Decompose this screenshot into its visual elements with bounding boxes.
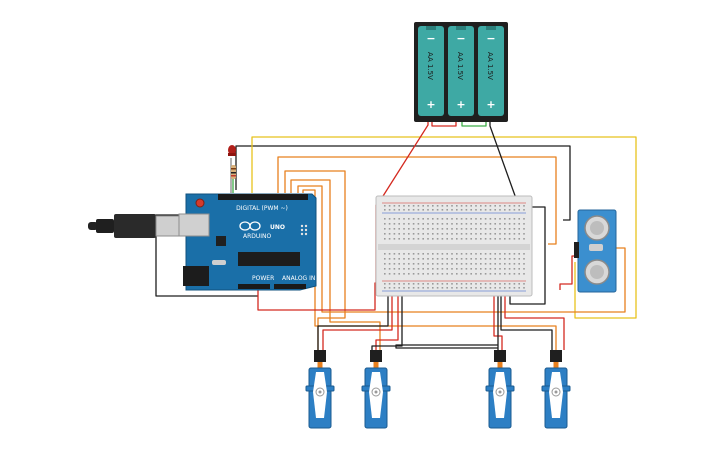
wire-orange-3[interactable] [290, 179, 381, 350]
wire-orange-2[interactable] [284, 170, 346, 350]
sensor-crystal [589, 244, 603, 251]
usb-chip [216, 236, 226, 246]
analog-label: ANALOG IN [282, 275, 315, 282]
ultrasonic-sensor[interactable] [574, 209, 617, 293]
reset-button[interactable] [195, 198, 205, 208]
crystal [212, 260, 226, 265]
battery-minus-label: − [456, 32, 465, 45]
battery-cell-3[interactable]: − AA 1.5V + [478, 26, 504, 116]
wire-gnd-loop[interactable] [235, 145, 571, 221]
wire-orange-1[interactable] [277, 156, 557, 245]
battery-pack[interactable]: − AA 1.5V + − AA 1.5V + − AA 1.5V + [414, 22, 508, 122]
led[interactable] [228, 145, 236, 156]
power-header [238, 284, 270, 289]
wire-red-batt[interactable] [377, 122, 429, 205]
battery-cell-1[interactable]: − AA 1.5V + [418, 26, 444, 116]
arduino-uno[interactable]: DIGITAL (PWM ~) UNO ARDUINO POWER ANALOG… [178, 193, 317, 291]
icsp-header [300, 224, 308, 236]
battery-plus-label: + [426, 98, 435, 111]
battery-plus-label: + [456, 98, 465, 111]
wire-yellow-trig[interactable] [251, 136, 637, 319]
power-label: POWER [252, 275, 274, 282]
servo-motor[interactable] [305, 350, 335, 429]
wire-black-servo-1[interactable] [317, 290, 389, 350]
battery-cell-label: AA 1.5V [486, 52, 494, 80]
wire-black-servo-2[interactable] [371, 290, 403, 350]
wire-red-servo-2[interactable] [375, 290, 399, 350]
analog-header [274, 284, 306, 289]
sensor-pins [574, 242, 579, 258]
wire-red-servo-4[interactable] [504, 290, 565, 350]
battery-minus-label: − [426, 32, 435, 45]
resistor[interactable] [231, 165, 236, 179]
wire-black-rail[interactable] [509, 206, 546, 305]
power-jack [183, 266, 209, 286]
digital-header [218, 194, 308, 200]
battery-cell-label: AA 1.5V [426, 52, 434, 80]
digital-label: DIGITAL (PWM ~) [236, 205, 288, 212]
atmega-chip [238, 252, 300, 266]
wire-black-batt[interactable] [489, 122, 519, 205]
wire-batt-series-1[interactable] [431, 122, 457, 127]
wire-red-sensor[interactable] [559, 255, 580, 290]
wire-orange-4[interactable] [297, 185, 626, 313]
battery-minus-label: − [486, 32, 495, 45]
servos [305, 350, 571, 429]
servo-motor[interactable] [361, 350, 391, 429]
breadboard-holes [384, 205, 525, 289]
battery-cell-2[interactable]: − AA 1.5V + [448, 26, 474, 116]
wire-black-servo-4[interactable] [500, 290, 553, 350]
wire-red-servo-1[interactable] [322, 290, 393, 350]
battery-plus-label: + [486, 98, 495, 111]
wire-gnd-left[interactable] [155, 214, 258, 297]
board-brand-label: ARDUINO [243, 233, 272, 240]
servo-motor[interactable] [541, 350, 571, 429]
board-model-label: UNO [270, 224, 285, 231]
usb-cable[interactable] [88, 214, 183, 238]
breadboard[interactable] [375, 195, 533, 297]
usb-port [178, 213, 210, 237]
wire-black-servo-3[interactable] [395, 290, 499, 350]
servo-motor[interactable] [485, 350, 515, 429]
arduino-logo [239, 221, 261, 231]
battery-cell-label: AA 1.5V [456, 52, 464, 80]
wire-batt-series-2[interactable] [461, 122, 487, 127]
